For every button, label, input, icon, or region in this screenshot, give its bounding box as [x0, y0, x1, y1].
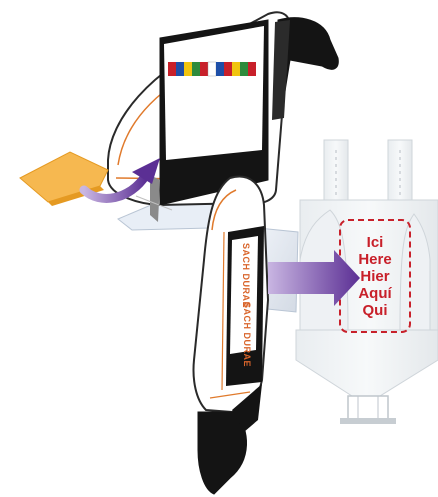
- target-label-de: Hier: [360, 268, 389, 285]
- target-label-it: Qui: [363, 302, 388, 319]
- flag-strip-icon: [168, 62, 256, 76]
- target-label-en: Here: [358, 251, 391, 268]
- side-device: SACH DURAE SACH DURAE: [194, 177, 299, 494]
- target-label-es: Aquí: [358, 285, 392, 302]
- device-brand-text: SACH DURAE: [241, 243, 251, 308]
- target-label-fr: Ici: [367, 234, 384, 251]
- device-brand-text-2: SACH DURAE: [242, 302, 252, 367]
